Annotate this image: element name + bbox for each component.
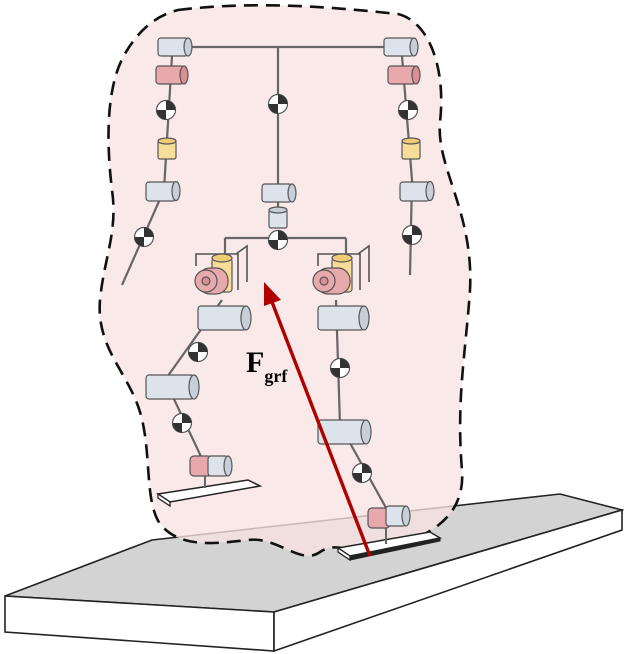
cylinder-actuator-icon xyxy=(155,65,189,85)
cylinder-actuator-icon xyxy=(387,65,421,85)
cylinder-actuator-icon xyxy=(399,180,435,202)
cylinder-actuator-icon xyxy=(197,305,252,331)
force-arrow xyxy=(264,282,372,557)
cylinder-actuator-icon xyxy=(157,137,177,160)
com-marker-icon xyxy=(267,93,289,115)
cylinder-actuator-icon xyxy=(145,180,181,202)
com-marker-icon xyxy=(133,226,155,248)
ground-side-face xyxy=(273,508,623,653)
cylinder-actuator-icon xyxy=(261,183,297,203)
com-marker-icon xyxy=(155,99,177,121)
actuator-set xyxy=(145,37,435,529)
com-marker-icon xyxy=(329,357,351,379)
right-foot xyxy=(336,528,443,562)
force-symbol: F xyxy=(246,346,264,379)
force-label: Fgrf xyxy=(246,346,288,386)
cylinder-actuator-icon xyxy=(189,455,233,477)
cylinder-actuator-icon xyxy=(312,267,351,295)
com-marker-icon xyxy=(401,224,423,246)
cylinder-actuator-icon xyxy=(145,374,200,400)
left-foot xyxy=(155,474,263,508)
com-marker-icon xyxy=(397,99,419,121)
cylinder-actuator-icon xyxy=(157,37,193,57)
cylinder-actuator-icon xyxy=(268,206,288,229)
com-marker-icon xyxy=(171,412,193,434)
cylinder-actuator-icon xyxy=(383,37,419,57)
com-marker-icon xyxy=(187,341,209,363)
com-marker-icon xyxy=(351,462,373,484)
dynamics-region xyxy=(98,3,472,558)
cylinder-actuator-icon xyxy=(194,267,229,295)
com-marker-icon xyxy=(267,229,289,251)
cylinder-actuator-icon xyxy=(367,505,411,529)
cylinder-actuator-icon xyxy=(317,419,372,445)
cylinder-actuator-icon xyxy=(401,137,421,160)
force-subscript: grf xyxy=(264,366,288,386)
cylinder-actuator-icon xyxy=(317,305,370,331)
